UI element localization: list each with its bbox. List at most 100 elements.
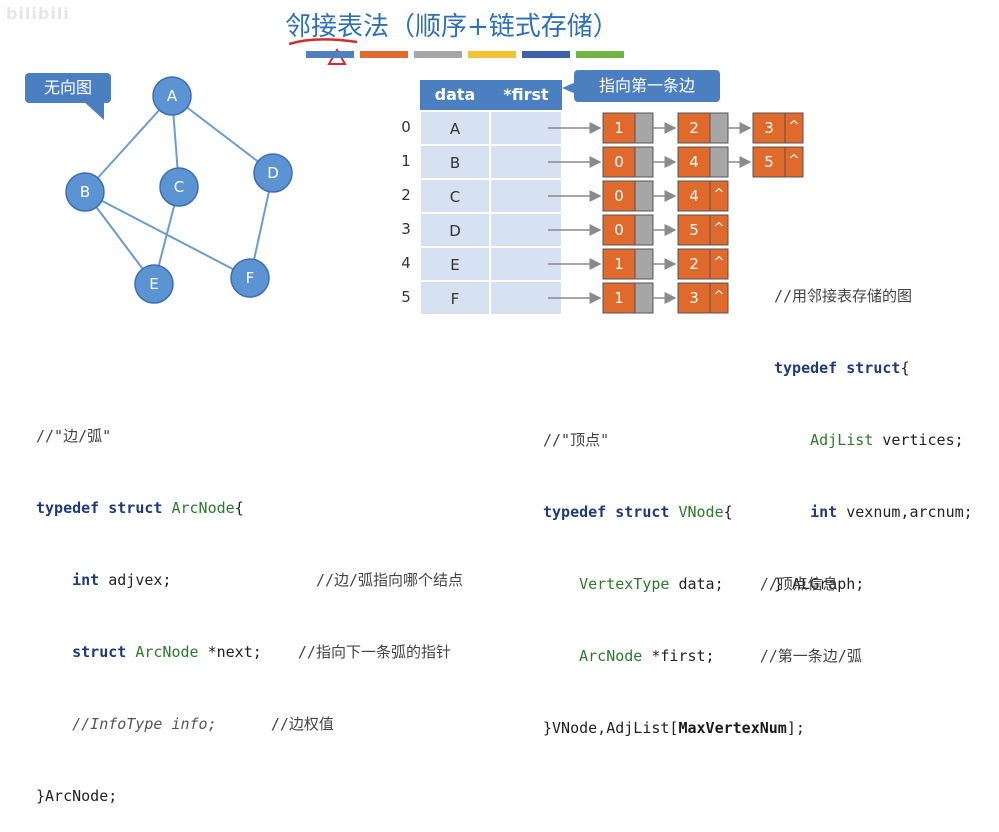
- code-comment: //指向下一条弧的指针: [297, 643, 451, 661]
- code-type: ArcNode: [171, 499, 235, 517]
- code-type: VNode: [678, 503, 724, 521]
- color-bar: [522, 51, 570, 58]
- code-comment: //"顶点": [543, 431, 610, 449]
- graph-edge: [84, 95, 173, 193]
- code-keyword: typedef struct: [774, 359, 901, 377]
- null-pointer-mark: ^: [789, 153, 800, 168]
- vertex-data-cell: F: [420, 281, 490, 315]
- arc-node-adjvex: 2: [689, 255, 699, 273]
- color-bar: [576, 51, 624, 58]
- graph-node-c: C: [159, 167, 199, 207]
- code-type: VertexType: [579, 575, 670, 593]
- color-bar: [414, 51, 462, 58]
- null-pointer-mark: ^: [789, 119, 800, 134]
- null-pointer-mark: ^: [714, 255, 725, 270]
- arc-node-adjvex: 1: [614, 119, 624, 137]
- color-bar: [468, 51, 516, 58]
- arc-node-adjvex: 3: [764, 119, 774, 137]
- vertex-data-cell: B: [420, 145, 490, 179]
- code-text: {: [234, 499, 244, 517]
- color-bar: [306, 51, 354, 58]
- code-text: {: [723, 503, 733, 521]
- code-keyword: typedef struct: [543, 503, 670, 521]
- code-text: {: [900, 359, 910, 377]
- graph-node-b: B: [65, 172, 105, 212]
- code-text: *next;: [198, 643, 262, 661]
- arc-node: 1: [602, 112, 654, 144]
- watermark: bilibili: [6, 4, 70, 23]
- arc-node-adjvex: 3: [689, 289, 699, 307]
- arc-node: 5^: [677, 214, 729, 246]
- code-keyword: int: [72, 571, 100, 589]
- code-comment: //边权值: [270, 715, 334, 733]
- arc-node: 2^: [677, 248, 729, 280]
- arc-node-adjvex: 0: [614, 221, 624, 239]
- color-bar: [360, 51, 408, 58]
- code-text: *first;: [642, 647, 715, 665]
- null-pointer-mark: ^: [714, 289, 725, 304]
- code-arcnode: //"边/弧" typedef struct ArcNode{ int adjv…: [36, 376, 463, 832]
- graph-edge: [171, 95, 274, 174]
- code-keyword: typedef struct: [36, 499, 163, 517]
- vertex-index: 1: [401, 152, 411, 170]
- code-text: adjvex;: [99, 571, 172, 589]
- vertex-data-cell: C: [420, 179, 490, 213]
- graph-node-a: A: [152, 76, 192, 116]
- arc-node: 1: [602, 282, 654, 314]
- callout-pointer: [82, 100, 104, 120]
- code-type: ArcNode: [579, 647, 643, 665]
- graph-node-label: A: [167, 87, 178, 105]
- null-pointer-mark: ^: [714, 221, 725, 236]
- callout-pointer: [562, 82, 576, 94]
- arc-node: 4^: [677, 180, 729, 212]
- arc-node-adjvex: 5: [689, 221, 699, 239]
- code-comment: //边/弧指向哪个结点: [315, 571, 464, 589]
- graph-node-d: D: [253, 153, 293, 193]
- undirected-graph: A B C D E F: [65, 76, 293, 304]
- vertex-data-cell: D: [420, 213, 490, 247]
- code-text: vexnum,arcnum;: [837, 503, 973, 521]
- arc-node-adjvex: 0: [614, 187, 624, 205]
- vertex-index: 3: [401, 220, 411, 238]
- code-text: }ArcNode;: [36, 787, 118, 805]
- graph-node-e: E: [134, 264, 174, 304]
- code-text: ];: [786, 719, 805, 737]
- arc-node: 0: [602, 214, 654, 246]
- page-title: 邻接表法（顺序+链式存储）: [285, 12, 619, 42]
- vertex-data-cell: E: [420, 247, 490, 281]
- code-vnode: //"顶点" typedef struct VNode{ VertexType …: [543, 380, 862, 764]
- code-comment: //用邻接表存储的图: [774, 287, 913, 305]
- graph-node-label: F: [246, 269, 255, 287]
- arc-node-adjvex: 1: [614, 289, 624, 307]
- arc-node-adjvex: 4: [689, 187, 699, 205]
- table-header-data: data: [420, 80, 490, 110]
- vertex-data-cell: A: [420, 111, 490, 145]
- code-text: }VNode,AdjList[: [543, 719, 679, 737]
- first-pointer-callout: 指向第一条边: [574, 70, 720, 102]
- arc-node: 4: [677, 146, 729, 178]
- arc-node-adjvex: 2: [689, 119, 699, 137]
- vertex-index: 4: [401, 254, 411, 272]
- code-keyword: struct: [72, 643, 127, 661]
- code-comment: //第一条边/弧: [759, 647, 862, 665]
- vertex-index: 2: [401, 186, 411, 204]
- code-constant: MaxVertexNum: [678, 719, 787, 737]
- code-comment: //"边/弧": [36, 427, 112, 445]
- code-comment: //顶点信息: [759, 575, 838, 593]
- vertex-index: 5: [401, 288, 411, 306]
- arc-node-adjvex: 0: [614, 153, 624, 171]
- arc-node-adjvex: 4: [689, 153, 699, 171]
- graph-node-f: F: [230, 258, 270, 298]
- graph-type-callout: 无向图: [25, 73, 111, 103]
- arc-node: 3^: [752, 112, 804, 144]
- code-keyword: int: [810, 503, 838, 521]
- arc-node: 0: [602, 180, 654, 212]
- arc-node: 1: [602, 248, 654, 280]
- arc-node-adjvex: 5: [764, 153, 774, 171]
- graph-node-label: E: [149, 275, 158, 293]
- code-type: ArcNode: [135, 643, 199, 661]
- code-text: vertices;: [873, 431, 964, 449]
- graph-node-label: C: [174, 178, 184, 196]
- arc-node: 0: [602, 146, 654, 178]
